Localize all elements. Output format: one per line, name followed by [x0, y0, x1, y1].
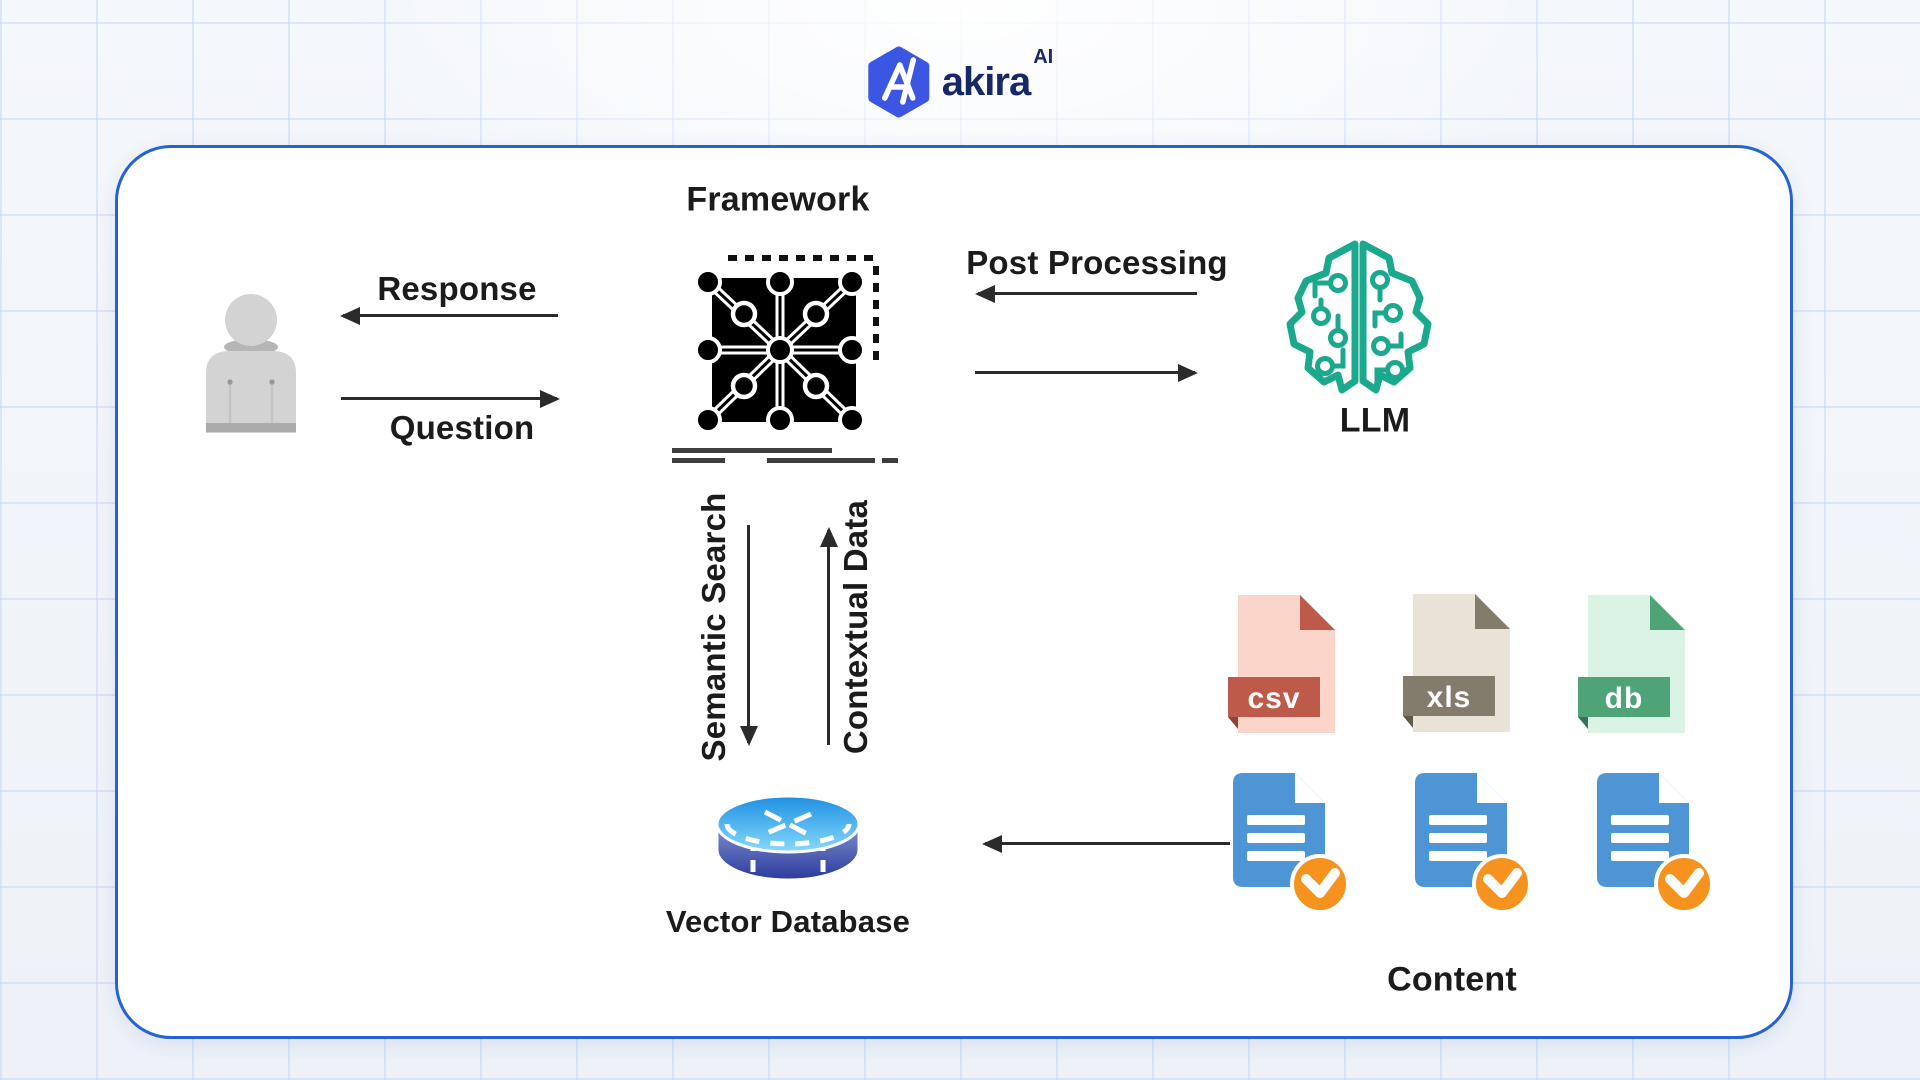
- brand-name: akiraAI: [941, 46, 1053, 105]
- framework-label: Framework: [686, 180, 870, 219]
- csv-file-label: csv: [1247, 682, 1300, 715]
- xls-file-label: xls: [1427, 681, 1472, 714]
- content-label: Content: [1387, 960, 1517, 999]
- vector-database-label: Vector Database: [665, 904, 911, 939]
- document-checked-icon: [1415, 773, 1532, 914]
- brand-word: akira: [941, 59, 1031, 104]
- response-arrow: [343, 314, 558, 317]
- xls-file-icon: xls: [1403, 594, 1510, 732]
- document-checked-icon: [1597, 773, 1714, 914]
- vector-database-icon: [715, 794, 861, 882]
- brand-hexagon-icon: [868, 46, 930, 118]
- post-processing-label: Post Processing: [966, 244, 1228, 281]
- post-processing-arrow: [978, 292, 1197, 295]
- csv-file-icon: csv: [1228, 595, 1335, 733]
- diagram-canvas: [115, 145, 1793, 1039]
- question-label: Question: [389, 409, 535, 446]
- llm-brain-icon: [1286, 240, 1432, 394]
- question-arrow: [341, 397, 557, 400]
- llm-label: LLM: [1339, 401, 1411, 440]
- user-person-icon: [206, 294, 296, 433]
- brand-superscript: AI: [1033, 45, 1054, 68]
- db-file-icon: db: [1578, 595, 1685, 733]
- semantic-search-label: Semantic Search: [695, 492, 732, 762]
- document-checked-icon: [1233, 773, 1350, 914]
- brand-logo: akiraAI: [867, 46, 1053, 118]
- contextual-data-label: Contextual Data: [837, 499, 874, 755]
- framework-icon: [672, 255, 898, 463]
- framework-to-llm-arrow: [975, 371, 1195, 374]
- semantic-search-arrow: [747, 525, 750, 743]
- response-label: Response: [377, 270, 537, 307]
- contextual-data-arrow: [827, 530, 830, 745]
- db-file-label: db: [1605, 682, 1644, 715]
- content-to-vectordb-arrow: [985, 842, 1230, 845]
